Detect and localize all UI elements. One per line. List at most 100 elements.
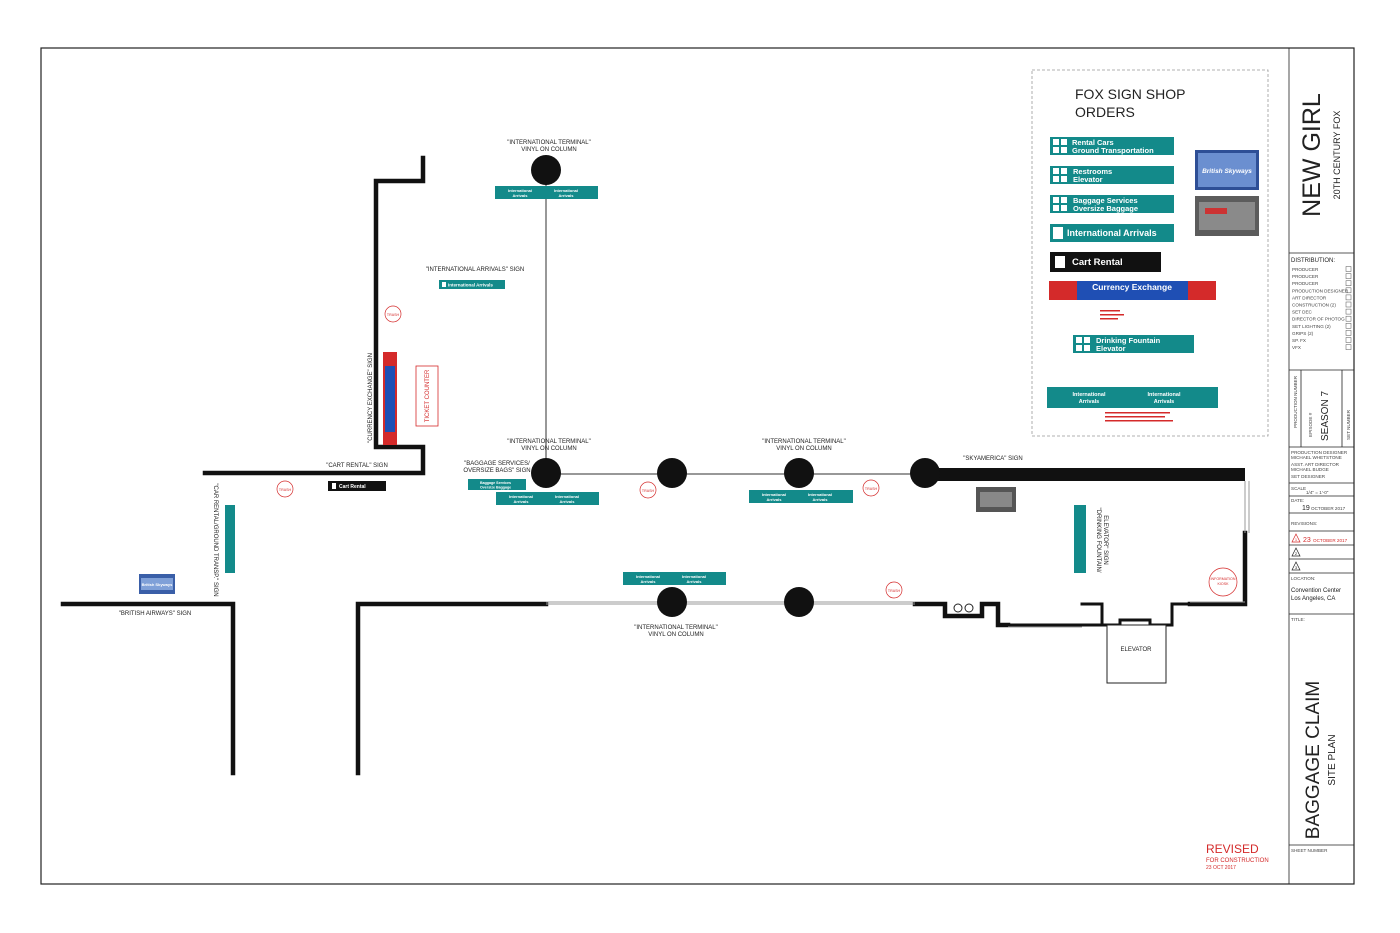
- svg-text:TICKET COUNTER: TICKET COUNTER: [425, 369, 431, 422]
- order-british-skyways[interactable]: British Skyways: [1195, 150, 1259, 190]
- distribution-checkbox[interactable]: [1345, 344, 1352, 350]
- skyamerica-map-sign[interactable]: [976, 487, 1016, 512]
- intl-panel-bottom[interactable]: International Arrivals International Arr…: [623, 572, 726, 585]
- column: [531, 155, 561, 185]
- ticket-counter-box[interactable]: [415, 365, 439, 427]
- distribution-item: PRODUCER: [1292, 274, 1319, 279]
- sheet-number-label: SHEET NUMBER: [1291, 848, 1328, 853]
- distribution-item: SP. FX: [1292, 338, 1306, 343]
- order-baggage[interactable]: Baggage Services Oversize Baggage: [1050, 195, 1174, 213]
- walls: [60, 155, 1248, 776]
- distribution-checkbox[interactable]: [1345, 280, 1352, 286]
- trash-label: TRASH: [642, 489, 655, 493]
- distribution-checkbox[interactable]: [1345, 266, 1352, 272]
- distribution-checkbox[interactable]: [1345, 294, 1352, 301]
- studio-name: 20TH CENTURY FOX: [1332, 111, 1342, 200]
- cart-rental-map-sign[interactable]: Cart Rental: [328, 481, 386, 491]
- kiosk-label: KIOSK: [1218, 582, 1230, 586]
- svg-text:"CAR RENTAL/GROUND TRANSP." SI: "CAR RENTAL/GROUND TRANSP." SIGN: [212, 483, 218, 596]
- distribution-checkbox[interactable]: [1345, 301, 1352, 308]
- distribution-checkbox[interactable]: [1345, 273, 1352, 279]
- svg-text:"CURRENCY EXCHANGE" SIGN: "CURRENCY EXCHANGE" SIGN: [368, 353, 374, 443]
- column: [910, 458, 940, 488]
- svg-text:Elevator: Elevator: [1073, 175, 1103, 184]
- svg-text:"DRINKING FOUNTAIN/: "DRINKING FOUNTAIN/: [1095, 507, 1101, 572]
- svg-text:Restrooms: Restrooms: [1073, 167, 1112, 176]
- order-intl-panel[interactable]: International Arrivals International Arr…: [1047, 387, 1218, 408]
- svg-text:Elevator: Elevator: [1096, 344, 1126, 353]
- currency-vertical-sign[interactable]: [383, 352, 397, 445]
- intl-panel-top[interactable]: International Arrivals International Arr…: [495, 186, 598, 199]
- distribution-item: GRIPS (2): [1292, 331, 1314, 336]
- distribution-label: DISTRIBUTION:: [1291, 258, 1335, 264]
- svg-text:"INTERNATIONAL TERMINAL": "INTERNATIONAL TERMINAL": [762, 439, 846, 445]
- revised-line: 23 OCT 2017: [1206, 865, 1236, 871]
- elevator-wall: [1100, 602, 1192, 627]
- fountain-icon: [953, 603, 963, 613]
- svg-text:Baggage Services: Baggage Services: [1073, 196, 1138, 205]
- svg-text:Arrivals: Arrivals: [514, 499, 530, 504]
- credits: PRODUCTION DESIGNER MICHAEL WHETSTONE AS…: [1291, 450, 1348, 479]
- distribution-item: SET DEC: [1292, 310, 1313, 315]
- order-notes: [1100, 310, 1173, 422]
- svg-text:Rental Cars: Rental Cars: [1072, 138, 1114, 147]
- production-number-label: PRODUCTION NUMBER: [1293, 375, 1298, 428]
- date-day: 19: [1302, 505, 1310, 512]
- order-drinking-fountain[interactable]: Drinking Fountain Elevator: [1073, 335, 1194, 353]
- svg-text:ASST. ART DIRECTOR: ASST. ART DIRECTOR: [1291, 462, 1340, 467]
- elevator-box[interactable]: [1106, 624, 1167, 684]
- svg-text:International: International: [554, 188, 578, 193]
- distribution-checkbox[interactable]: [1345, 330, 1352, 336]
- distribution-item: ART DIRECTOR: [1292, 295, 1327, 300]
- trash-markers: [276, 305, 1238, 599]
- car-rental-vertical-sign[interactable]: [225, 505, 235, 573]
- distribution-checkbox[interactable]: [1345, 308, 1352, 315]
- british-skyways-map-sign[interactable]: British Skyways: [139, 574, 175, 594]
- distribution-item: SET LIGHTING (2): [1292, 324, 1331, 329]
- svg-text:International: International: [682, 574, 706, 579]
- svg-text:MICHAEL WHETSTONE: MICHAEL WHETSTONE: [1291, 455, 1342, 460]
- svg-text:PRODUCTION DESIGNER: PRODUCTION DESIGNER: [1291, 450, 1348, 455]
- intl-panel-mid2[interactable]: International Arrivals International Arr…: [749, 490, 853, 503]
- svg-text:MICHAEL BUDGE: MICHAEL BUDGE: [1291, 467, 1329, 472]
- order-cart-rental[interactable]: Cart Rental: [1050, 252, 1161, 272]
- distribution-checkbox[interactable]: [1345, 315, 1352, 322]
- distribution-item: CONSTRUCTION (2): [1292, 303, 1336, 308]
- svg-text:VINYL ON COLUMN: VINYL ON COLUMN: [776, 446, 831, 452]
- svg-text:Oversize Baggage: Oversize Baggage: [480, 486, 511, 490]
- svg-text:Arrivals: Arrivals: [687, 579, 703, 584]
- svg-text:International: International: [636, 574, 660, 579]
- svg-text:International Arrivals: International Arrivals: [448, 283, 493, 288]
- svg-text:"INTERNATIONAL ARRIVALS" SIGN: "INTERNATIONAL ARRIVALS" SIGN: [426, 267, 525, 273]
- location-line: Convention Center: [1291, 588, 1341, 594]
- order-currency-exchange[interactable]: Currency Exchange: [1049, 281, 1216, 300]
- column: [784, 458, 814, 488]
- order-intl-arrivals[interactable]: International Arrivals: [1050, 224, 1174, 242]
- revisions-label: REVISIONS:: [1291, 521, 1317, 526]
- svg-text:International: International: [1072, 392, 1105, 398]
- scale-value: 1/4" = 1'-0": [1306, 490, 1329, 495]
- intl-panel-mid1[interactable]: International Arrivals International Arr…: [496, 492, 599, 505]
- intl-arrivals-sign[interactable]: International Arrivals: [439, 280, 505, 289]
- svg-text:Arrivals: Arrivals: [1154, 399, 1175, 405]
- svg-text:Arrivals: Arrivals: [641, 579, 657, 584]
- episode-label: EPISODE #: [1308, 412, 1313, 437]
- order-rental-cars[interactable]: Rental Cars Ground Transportation: [1050, 137, 1174, 155]
- column: [784, 587, 814, 617]
- svg-text:Arrivals: Arrivals: [1079, 399, 1100, 405]
- drinking-fountain-vertical-sign[interactable]: [1074, 505, 1086, 573]
- title-label: TITLE:: [1291, 617, 1305, 622]
- glazing: [545, 170, 1250, 628]
- distribution-checkbox[interactable]: [1345, 323, 1352, 329]
- svg-text:"CART RENTAL" SIGN: "CART RENTAL" SIGN: [326, 463, 388, 469]
- baggage-map-sign[interactable]: Baggage Services Oversize Baggage: [468, 479, 526, 490]
- upper-left-wall: [202, 155, 426, 476]
- order-skyamerica[interactable]: [1195, 196, 1259, 236]
- distribution-item: VFX: [1292, 345, 1301, 350]
- order-restrooms[interactable]: Restrooms Elevator: [1050, 166, 1174, 184]
- svg-text:Cart Rental: Cart Rental: [1072, 257, 1123, 268]
- distribution-checkbox[interactable]: [1345, 287, 1352, 294]
- distribution-checkbox[interactable]: [1345, 337, 1352, 343]
- svg-text:Arrivals: Arrivals: [513, 193, 529, 198]
- revision-triangle-icon: [1291, 547, 1301, 557]
